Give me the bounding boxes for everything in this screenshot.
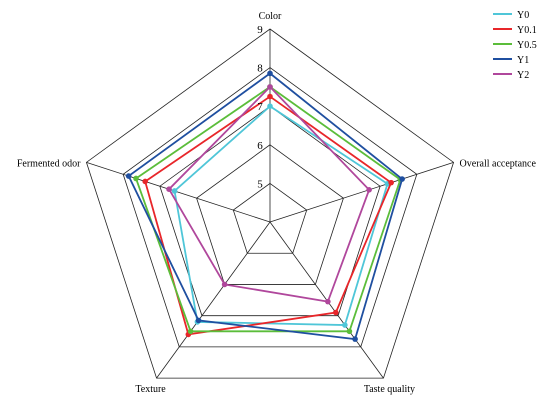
axis-label: Taste quality [364,384,415,395]
tick-label: 8 [257,63,263,75]
legend-label: Y0 [517,10,529,21]
series-point [267,70,273,77]
series-point [388,179,394,186]
grid-spoke [86,161,271,223]
axis-label: Color [259,11,282,22]
series-point [346,328,353,335]
legend-label: Y1 [517,55,529,66]
series-point [352,336,358,342]
series-line [134,85,402,333]
series-point [267,93,273,100]
series-point [142,178,148,185]
series-line [144,95,393,336]
series-point [399,176,405,182]
legend-label: Y0.1 [517,25,537,36]
series-point [267,103,273,109]
grid-ring [232,182,308,254]
series-point [267,84,273,90]
series-line [127,72,404,341]
tick-label: 7 [257,101,263,113]
series-point [125,173,132,179]
series-point [166,186,172,192]
series-point [332,309,339,316]
grid-ring [85,28,455,379]
series-point [195,317,202,324]
legend-label: Y0.5 [517,40,537,51]
radar-grid [85,28,455,379]
radar-series [125,70,405,342]
grid-ring [159,105,381,317]
series-point [342,322,348,328]
series-line [173,105,389,326]
grid-spoke [269,161,454,223]
series-point [366,186,372,193]
tick-label: 5 [257,178,263,190]
axis-label: Texture [135,384,166,395]
series-point [171,188,178,194]
axis-label: Overall acceptance [460,158,537,169]
series-point [187,328,194,335]
tick-label: 9 [257,24,263,36]
series-point [133,175,139,182]
grid-ring [196,144,344,285]
series-line [167,85,371,303]
axis-label: Fermented odor [17,158,81,169]
series-point [221,281,228,288]
grid-spoke [156,221,271,379]
series-point [325,298,331,305]
legend-label: Y2 [517,70,529,81]
tick-label: 6 [257,140,263,152]
grid-ring [122,67,418,348]
